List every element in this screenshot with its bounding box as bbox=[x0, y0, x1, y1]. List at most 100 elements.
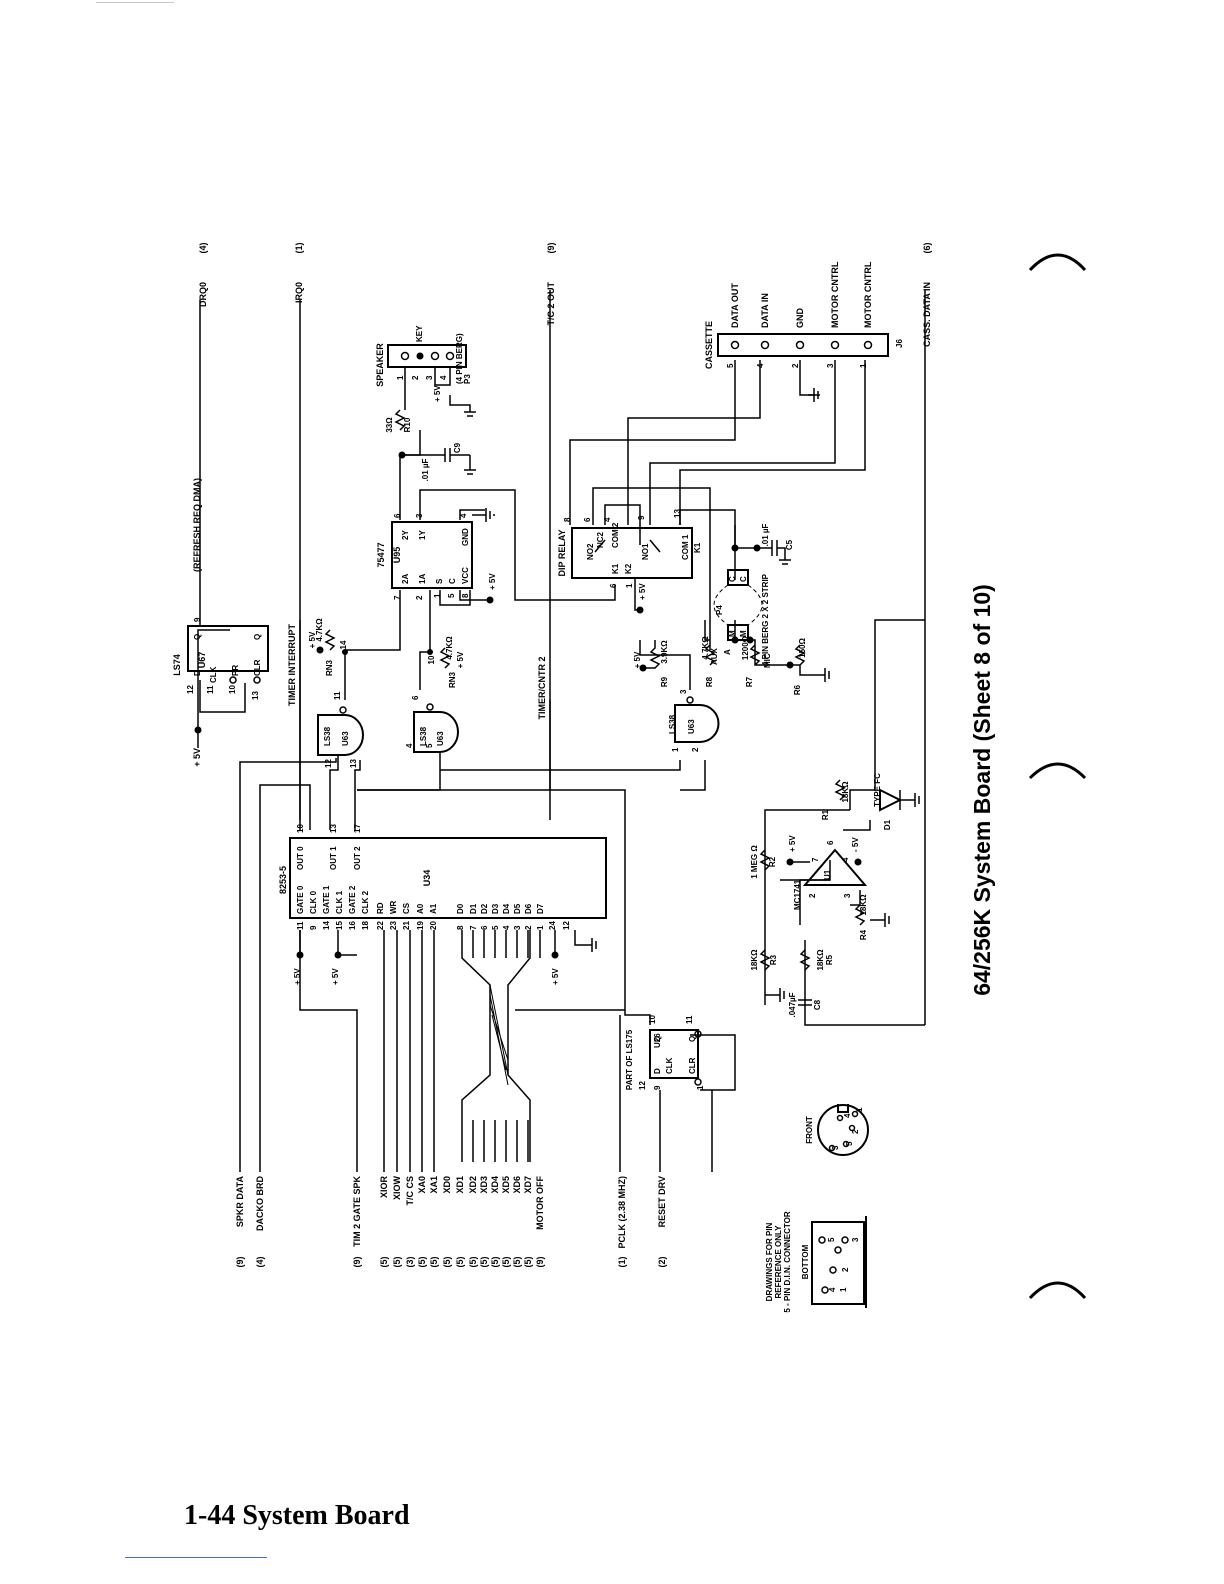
opamp-plus5: + 5V bbox=[788, 835, 797, 852]
right-signal-tc2out: T/C 2 OUT bbox=[546, 282, 556, 326]
page-footer: 1-44 System Board bbox=[184, 1500, 410, 1532]
relay-num-6b: 6 bbox=[609, 583, 618, 588]
left-signal-9: XD1 bbox=[455, 1176, 465, 1194]
relay-pin-nc2: NC2 bbox=[596, 531, 605, 548]
u34-num-7: 23 bbox=[389, 921, 398, 930]
speaker-pin-1: 1 bbox=[396, 375, 405, 380]
gate-c-num-3: 3 bbox=[679, 689, 688, 694]
relay-part: DIP RELAY bbox=[557, 529, 567, 576]
left-signal-6: XA0 bbox=[417, 1176, 427, 1194]
u67-num-13: 13 bbox=[251, 691, 260, 700]
relay-k1: DIP RELAY K1 K2 COM 2 NC2 NO2 NO1 COM 1 … bbox=[557, 509, 702, 614]
u95-pin-2y: 2Y bbox=[401, 530, 410, 540]
resistor-r4: 18KΩ R4 bbox=[854, 894, 890, 940]
gate-a-ref: U63 bbox=[341, 731, 350, 746]
left-signal-1: DACKO BRD bbox=[255, 1176, 265, 1231]
left-ref-16: (9) bbox=[535, 1256, 545, 1267]
left-ref-17: (1) bbox=[617, 1256, 627, 1267]
r3-value: 18KΩ bbox=[750, 949, 759, 971]
din-front-label: FRONT bbox=[805, 1116, 814, 1144]
refresh-label: (REFRESH REQ DMA) bbox=[192, 478, 202, 572]
relay-plus5: + 5V bbox=[638, 583, 647, 600]
u34-pin-18: D7 bbox=[536, 903, 545, 914]
cassette-title: CASSETTE bbox=[704, 321, 714, 369]
resistor-r1: 18KΩ R1 bbox=[821, 779, 850, 820]
relay-num-4: 4 bbox=[603, 517, 612, 522]
r7-ref: R7 bbox=[745, 676, 754, 687]
u34-pin-16: D5 bbox=[513, 903, 522, 914]
p4-a: A bbox=[723, 649, 732, 655]
gate-a-part: LS38 bbox=[323, 726, 332, 746]
relay-pin-com1: COM 1 bbox=[681, 534, 690, 560]
right-signal-list: (4) DRQ0 (1) IRQ0 (9) T/C 2 OUT (6) CASS… bbox=[198, 242, 932, 346]
gate-b-num-5: 5 bbox=[425, 743, 434, 748]
d1-type: TYPE FC bbox=[873, 773, 882, 807]
u34-num-17: 2 bbox=[524, 925, 533, 930]
left-ref-0: (9) bbox=[235, 1256, 245, 1267]
r6-ref: R6 bbox=[793, 684, 802, 695]
r1-value: 18KΩ bbox=[841, 781, 850, 803]
u34-pin-1: CLK 0 bbox=[309, 890, 318, 914]
speaker-desc: (4 PIN BERG) bbox=[455, 333, 464, 384]
din-note-2: REFERENCE ONLY bbox=[774, 1225, 783, 1299]
u34-plus5-a: + 5V bbox=[293, 968, 302, 985]
u34-out-0: OUT 0 bbox=[296, 846, 305, 870]
left-signal-15: XD7 bbox=[523, 1176, 533, 1194]
left-ref-4: (5) bbox=[392, 1256, 402, 1267]
u34-num-14: 5 bbox=[491, 925, 500, 930]
din-note-3: 5 - PIN D.I.N. CONNECTOR bbox=[783, 1211, 792, 1312]
capacitor-c9: .01 µF C9 bbox=[421, 442, 462, 481]
u26-part: PART OF LS175 bbox=[625, 1029, 634, 1090]
gate-c-part: LS38 bbox=[668, 714, 677, 734]
left-ref-5: (3) bbox=[405, 1256, 415, 1267]
left-ref-3: (5) bbox=[379, 1256, 389, 1267]
u26-pin-q: Q bbox=[653, 1036, 662, 1042]
u34-out-2: OUT 2 bbox=[353, 846, 362, 870]
capacitor-c5: .01 µF C5 bbox=[761, 523, 794, 565]
rn3b-pin: 10 bbox=[427, 655, 436, 664]
u95-plus5: + 5V bbox=[488, 573, 497, 590]
opamp-minus5: - 5V bbox=[851, 837, 860, 852]
u34-pin-6: RD bbox=[376, 902, 385, 914]
din-note-1: DRAWINGS FOR PIN bbox=[765, 1222, 774, 1301]
right-signal-cass-data-in: CASS. DATA IN bbox=[922, 282, 932, 347]
u95-pin-vcc: VCC bbox=[461, 567, 470, 584]
r4-value: 18KΩ bbox=[859, 894, 868, 916]
gate-u63-c: LS38 U63 1 2 3 bbox=[668, 689, 720, 752]
opamp-num-6: 6 bbox=[826, 840, 835, 845]
u67-ref: U67 bbox=[197, 652, 207, 669]
speaker-pin-2: 2 bbox=[411, 375, 420, 380]
speaker-connector-p3: SPEAKER 1 2 3 4 KEY (4 PIN BERG) P3 + 5V bbox=[375, 325, 476, 417]
relay-pin-k1: K1 bbox=[611, 563, 620, 574]
u34-num-11: 8 bbox=[456, 925, 465, 930]
u34-pin-17: D6 bbox=[524, 903, 533, 914]
relay-pin-no2: NO2 bbox=[586, 543, 595, 560]
u26-num-9: 9 bbox=[653, 1085, 662, 1090]
u67-pin-clr: CLR bbox=[253, 659, 262, 676]
gate-u63-a: LS38 U63 12 13 11 bbox=[317, 691, 364, 768]
u34-num-18: 1 bbox=[536, 925, 545, 930]
u34-pin-11: D0 bbox=[456, 903, 465, 914]
din-bottom-pin-5: 5 bbox=[827, 1237, 836, 1242]
rn3b-plus5: + 5V bbox=[456, 651, 465, 668]
binder-hole-marks bbox=[1028, 253, 1087, 1300]
footer-section: System Board bbox=[242, 1500, 410, 1531]
u34-num-1: 9 bbox=[309, 925, 318, 930]
resistor-r10: 33Ω R10 bbox=[385, 409, 476, 475]
opamp-part: MC1741 bbox=[793, 879, 802, 910]
c5-value: .01 µF bbox=[761, 523, 770, 546]
left-signal-12: XD4 bbox=[490, 1176, 500, 1194]
r5-ref: R5 bbox=[825, 954, 834, 965]
rn3a-pin: 14 bbox=[339, 640, 348, 649]
footer-page-number: 1-44 bbox=[184, 1500, 236, 1531]
r6-value: 150Ω bbox=[798, 638, 807, 658]
r8-ref: R8 bbox=[705, 676, 714, 687]
wiring bbox=[197, 290, 926, 1172]
r9-ref: R9 bbox=[660, 676, 669, 687]
p4-mic: MIC bbox=[763, 653, 772, 668]
u95-ref: U95 bbox=[392, 547, 402, 564]
u34-pin-7: WR bbox=[389, 900, 398, 914]
u34-pin-15: D4 bbox=[502, 903, 511, 914]
gate-b-part: LS38 bbox=[419, 726, 428, 746]
